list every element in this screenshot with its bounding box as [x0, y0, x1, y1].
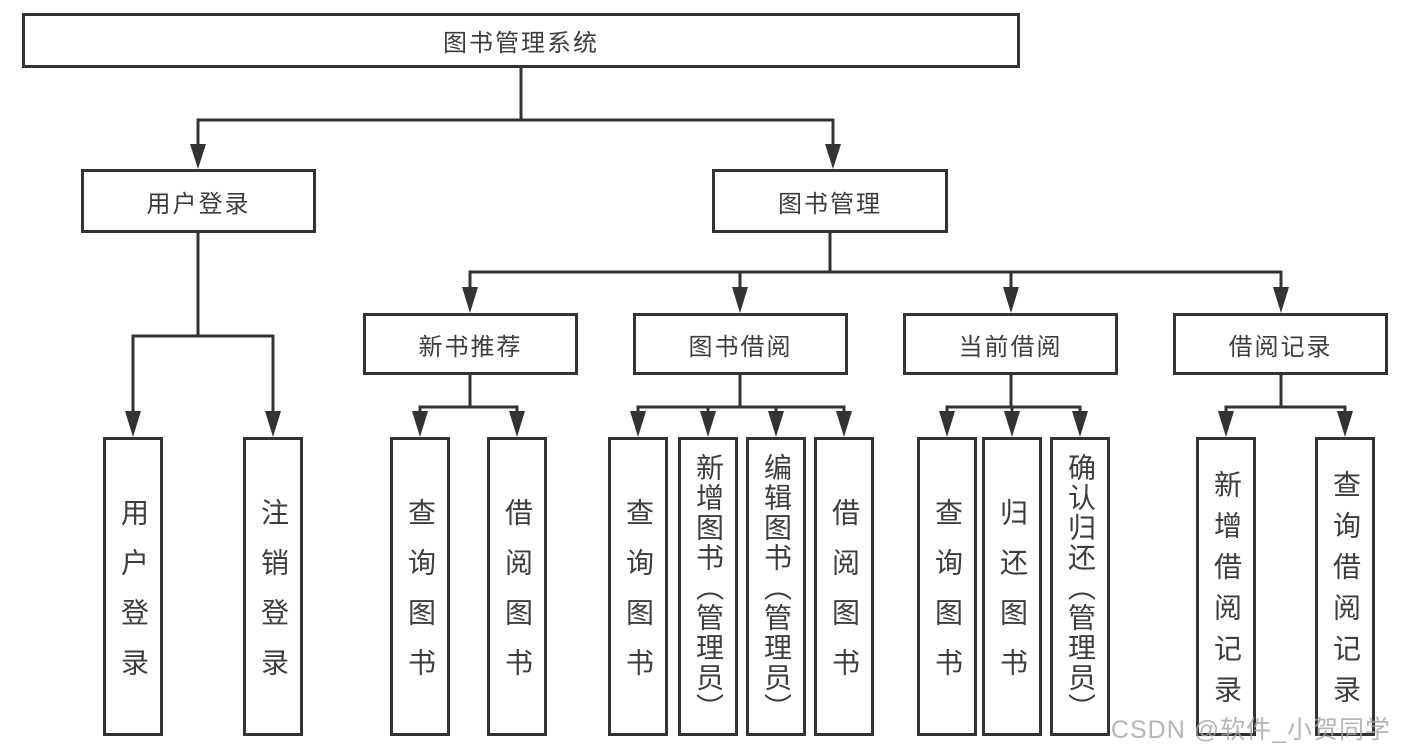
root-node-label: 图书管理系统 [443, 30, 599, 57]
leaf-node-query-borrow-record: 查询借阅记录 [1315, 437, 1375, 736]
leaf-node-label: 查询借阅记录 [1330, 470, 1361, 716]
root-node-library-system: 图书管理系统 [22, 13, 1020, 68]
leaf-node-label: 归还图书 [997, 497, 1028, 698]
level3-node-current-borrow: 当前借阅 [903, 313, 1118, 375]
leaf-node-logout: 注销登录 [243, 437, 303, 736]
connector-borrowrecord-to-leaves [1218, 375, 1353, 437]
level3-node-borrow-record: 借阅记录 [1173, 313, 1388, 375]
level3-node-label: 新书推荐 [418, 333, 523, 361]
leaf-node-add-borrow-record: 新增借阅记录 [1196, 437, 1256, 736]
level2-node-book-management: 图书管理 [712, 169, 948, 233]
leaf-node-user-login: 用户登录 [103, 437, 163, 736]
level2-node-label: 用户登录 [146, 190, 251, 218]
leaf-node-query-books-2: 查询图书 [608, 437, 668, 736]
csdn-watermark: CSDN @软件_小贺同学 [1110, 716, 1391, 744]
connector-bookmgmt-to-level3 [462, 233, 1289, 313]
level3-node-label: 当前借阅 [958, 333, 1063, 361]
leaf-node-label: 借阅图书 [829, 497, 860, 698]
connector-bookborrow-to-leaves [630, 375, 852, 437]
level3-node-label: 借阅记录 [1228, 333, 1333, 361]
leaf-node-return-book: 归还图书 [982, 437, 1042, 736]
leaf-node-label: 新增借阅记录 [1211, 470, 1242, 716]
connector-currentborrow-to-leaves [939, 375, 1088, 437]
level3-node-book-borrow: 图书借阅 [633, 313, 848, 375]
level3-node-new-book-recommend: 新书推荐 [363, 313, 578, 375]
leaf-node-borrow-books-2: 借阅图书 [814, 437, 874, 736]
connector-root-to-level2 [190, 68, 841, 169]
leaf-node-label: 查询图书 [623, 497, 654, 698]
leaf-node-add-book-admin: 新增图书（管理员） [678, 437, 738, 736]
leaf-node-edit-book-admin: 编辑图书（管理员） [746, 437, 806, 736]
leaf-node-label: 注销登录 [258, 497, 289, 698]
connector-newbook-to-leaves [412, 375, 525, 437]
leaf-node-label: 查询图书 [405, 497, 436, 698]
leaf-node-label: 确认归还（管理员） [1065, 452, 1096, 723]
level2-node-label: 图书管理 [778, 190, 882, 218]
leaf-node-borrow-books-1: 借阅图书 [487, 437, 547, 736]
leaf-node-confirm-return-admin: 确认归还（管理员） [1050, 437, 1110, 736]
leaf-node-label: 新增图书（管理员） [693, 452, 724, 723]
leaf-node-label: 用户登录 [118, 497, 149, 698]
leaf-node-label: 查询图书 [932, 497, 963, 698]
level3-node-label: 图书借阅 [688, 333, 793, 361]
level2-node-user-login: 用户登录 [81, 169, 316, 233]
leaf-node-label: 编辑图书（管理员） [761, 452, 792, 723]
leaf-node-query-books-3: 查询图书 [917, 437, 977, 736]
connector-userlogin-to-leaves [125, 233, 281, 437]
leaf-node-query-books-1: 查询图书 [390, 437, 450, 736]
leaf-node-label: 借阅图书 [502, 497, 533, 698]
